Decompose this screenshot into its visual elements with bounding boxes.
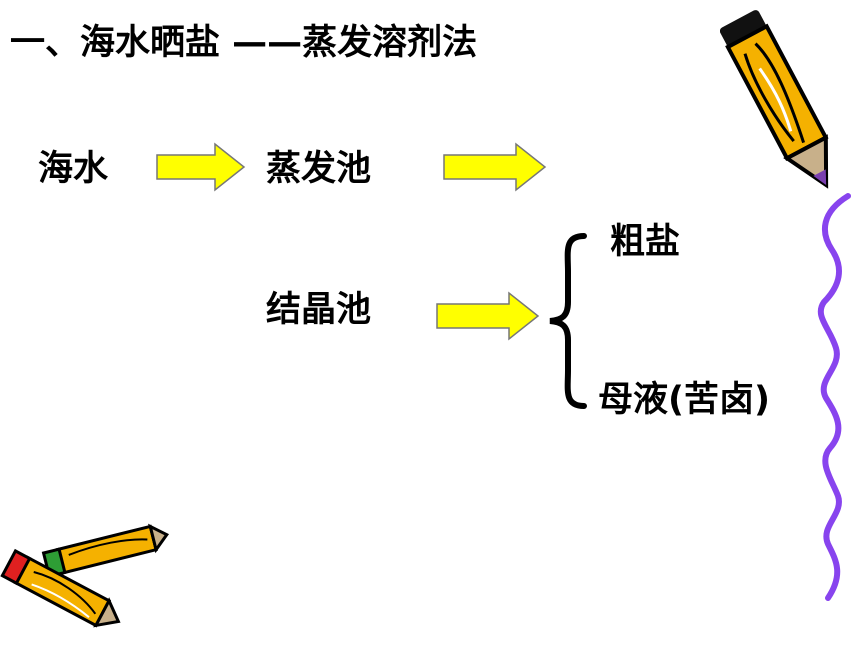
- label-crystallization-pond: 结晶池: [266, 290, 372, 330]
- slide-title: 一、海水晒盐 ——蒸发溶剂法: [10, 23, 478, 63]
- arrow-right-icon: [436, 291, 540, 341]
- label-evaporation-pond: 蒸发池: [266, 149, 372, 189]
- label-seawater: 海水: [38, 149, 109, 189]
- label-crude-salt: 粗盐: [610, 222, 681, 262]
- brace-icon: [549, 233, 587, 409]
- squiggle-line-icon: [817, 193, 851, 601]
- pencil-icon: [0, 523, 170, 628]
- arrow-right-icon: [443, 142, 547, 192]
- pencil-icon: [720, 10, 829, 189]
- label-mother-liquor: 母液(苦卤): [598, 380, 770, 420]
- arrow-right-icon: [156, 142, 246, 192]
